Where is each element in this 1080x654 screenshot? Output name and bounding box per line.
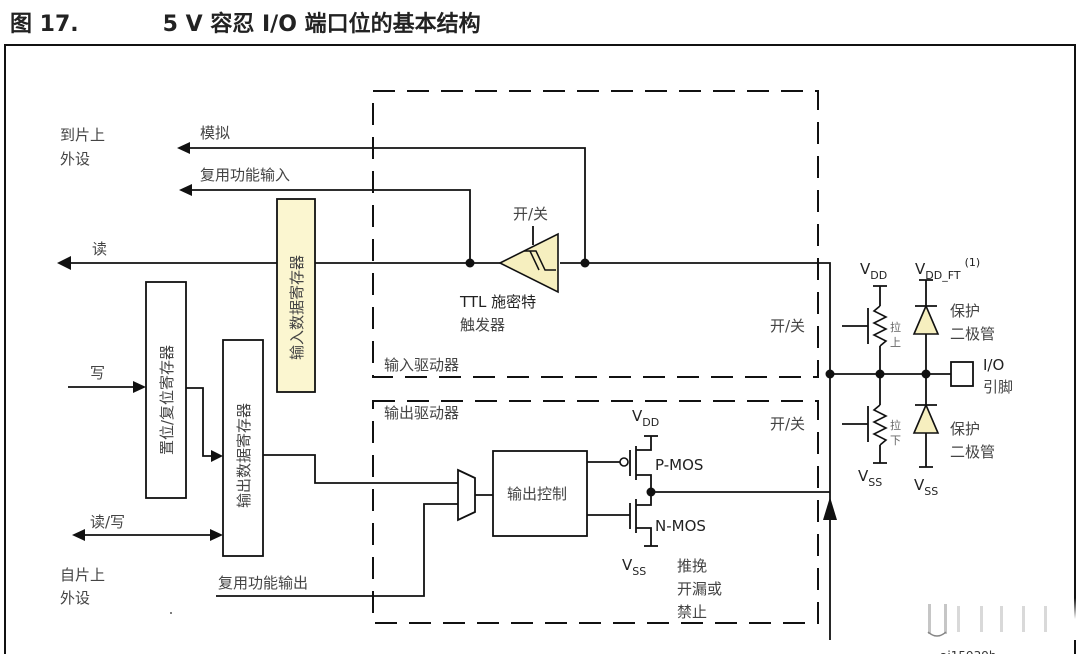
bit-set-reset-register — [145, 281, 187, 499]
pulldown-on-off-label: 开/关 — [770, 415, 805, 433]
figure-number: 图 17. — [10, 12, 79, 37]
pmos-drain — [636, 474, 652, 492]
write-arrow-icon — [133, 381, 146, 393]
hysteresis-icon-line — [529, 250, 540, 271]
pullup-resistor-icon — [872, 305, 888, 347]
io-pin-label-line2: 引脚 — [983, 378, 1013, 396]
outer-frame — [4, 44, 1076, 654]
vdd-output-label: VDD — [632, 407, 659, 429]
nmos-source — [636, 527, 652, 546]
io-pin-label-line1: I/O — [983, 356, 1004, 374]
to-peripheral-line1: 到片上 — [60, 126, 105, 144]
schmitt-on-off-label: 开/关 — [513, 205, 548, 223]
output-driver-label: 输出驱动器 — [384, 404, 459, 422]
from-peripheral-line1: 自片上 — [60, 566, 105, 584]
read-arrow-icon — [57, 256, 71, 270]
input-driver-box — [372, 90, 819, 378]
bsrr-arrow-icon — [211, 450, 223, 462]
junction-dot — [465, 258, 475, 268]
figure-caption: 5 V 容忍 I/O 端口位的基本结构 — [162, 12, 481, 37]
pmos-bubble-icon — [619, 457, 629, 467]
alt-output-wire — [216, 503, 458, 597]
protection-diode-bottom-icon — [912, 402, 940, 434]
diode-bottom-vss-bar — [919, 433, 933, 468]
diode-top-vdd-bar — [919, 279, 933, 306]
write-label: 写 — [90, 364, 105, 382]
bit-set-reset-register-label: 置位/复位寄存器 — [158, 345, 176, 455]
alt-input-arrow-icon — [179, 184, 192, 196]
pullup-vdd-bar — [873, 285, 887, 306]
schmitt-label-line1: TTL 施密特 — [459, 293, 536, 311]
read-write-right-arrow-icon — [210, 529, 223, 541]
pullup-label-line1: 拉 — [890, 320, 901, 334]
protection-diode-top-icon — [912, 303, 940, 335]
output-up-arrow-icon — [823, 497, 837, 520]
output-data-register — [222, 339, 264, 557]
pmos-label: P-MOS — [655, 456, 703, 474]
diode-bottom-label-line1: 保护 — [950, 420, 980, 438]
alt-input-label: 复用功能输入 — [200, 166, 290, 184]
pmos-source — [636, 436, 652, 451]
output-mode-line1: 推挽 — [677, 557, 707, 575]
read-write-label: 读/写 — [90, 513, 125, 531]
schmitt-trigger-icon — [498, 232, 559, 294]
to-peripheral-line2: 外设 — [60, 150, 90, 168]
stray-dot — [170, 612, 172, 614]
output-control-block — [492, 450, 588, 537]
nmos-label: N-MOS — [655, 517, 706, 535]
figure-code: ai15939b — [940, 649, 996, 654]
alt-output-label: 复用功能输出 — [218, 574, 308, 592]
input-data-register — [276, 198, 316, 393]
output-driver-box — [372, 400, 819, 624]
io-pin-pad — [950, 361, 974, 387]
pullup-label-line2: 上 — [890, 336, 901, 349]
watermark-fade — [836, 598, 1076, 640]
pulldown-vss-bar — [873, 445, 887, 464]
vss-pulldown-label: VSS — [858, 467, 882, 489]
analog-label: 模拟 — [200, 124, 230, 142]
diode-bottom-label-line2: 二极管 — [950, 443, 995, 461]
pulldown-resistor-icon — [872, 404, 888, 446]
from-peripheral-line2: 外设 — [60, 589, 90, 607]
pullup-on-off-label: 开/关 — [770, 317, 805, 335]
bsrr-to-odr-wire — [186, 387, 215, 457]
read-write-left-arrow-icon — [72, 529, 85, 541]
odr-to-mux-wire — [263, 454, 458, 484]
input-data-register-label: 输入数据寄存器 — [288, 255, 306, 360]
read-label: 读 — [92, 240, 107, 258]
junction-dot — [580, 258, 590, 268]
schmitt-label-line2: 触发器 — [460, 316, 505, 334]
analog-wire — [185, 147, 586, 263]
diode-top-label-line2: 二极管 — [950, 325, 995, 343]
figure-title: 图 17. 5 V 容忍 I/O 端口位的基本结构 — [10, 6, 481, 38]
output-control-label: 输出控制 — [507, 485, 567, 503]
vdd-ft-label: VDD_FT(1) — [915, 256, 980, 282]
vss-diode-label: VSS — [914, 476, 938, 498]
output-data-register-label: 输出数据寄存器 — [235, 403, 253, 508]
input-driver-label: 输入驱动器 — [384, 356, 459, 374]
multiplexer-icon — [457, 468, 476, 522]
output-mode-line2: 开漏或 — [677, 580, 722, 598]
output-mode-line3: 禁止 — [677, 603, 707, 621]
read-wire-right — [560, 262, 831, 377]
alt-input-wire — [187, 189, 471, 263]
watermark-glyphs — [927, 604, 1047, 637]
vdd-pullup-label: VDD — [860, 260, 887, 282]
vss-output-label: VSS — [622, 556, 646, 578]
pulldown-label-line1: 拉 — [890, 418, 901, 432]
diode-top-label-line1: 保护 — [950, 302, 980, 320]
analog-arrow-icon — [177, 142, 190, 154]
pulldown-label-line2: 下 — [890, 434, 901, 447]
